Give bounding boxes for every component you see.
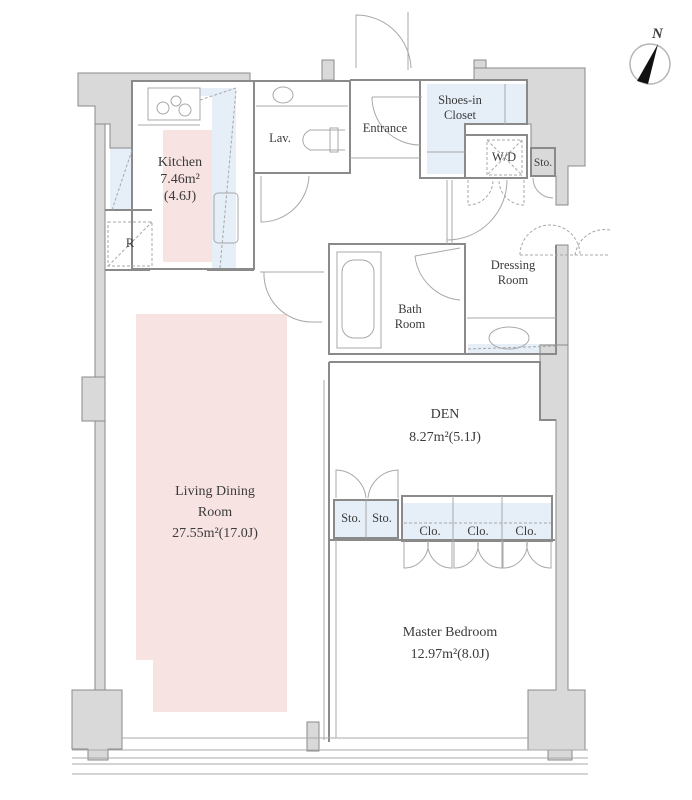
interior-walls bbox=[105, 79, 557, 742]
closet-1-label: Clo. bbox=[419, 524, 441, 538]
entrance-label: Entrance bbox=[362, 121, 408, 135]
living-dining-label: Living Dining Room 27.55m²(17.0J) bbox=[172, 484, 258, 541]
kitchen-highlight bbox=[163, 130, 213, 262]
dressing-room-label: Dressing Room bbox=[490, 258, 536, 287]
exterior-walls bbox=[71, 59, 586, 761]
kitchen-label: Kitchen 7.46m² (4.6J) bbox=[157, 155, 203, 204]
storage-1-label: Sto. bbox=[341, 511, 361, 525]
north-arrow-icon bbox=[629, 43, 671, 85]
closet-2-label: Clo. bbox=[467, 524, 489, 538]
entry-storage-label: Sto. bbox=[533, 157, 553, 169]
den-label: DEN 8.27m²(5.1J) bbox=[409, 407, 481, 445]
refrigerator-label: R bbox=[125, 236, 135, 250]
bath-room-label: Bath Room bbox=[394, 302, 426, 331]
closet-3-label: Clo. bbox=[515, 524, 537, 538]
shoes-closet-label: Shoes-in Closet bbox=[438, 93, 482, 122]
fixture-lines bbox=[72, 12, 611, 775]
lavatory-label: Lav. bbox=[269, 131, 291, 145]
washer-dryer-label: W/D bbox=[491, 150, 517, 164]
master-bedroom-label: Master Bedroom 12.97m²(8.0J) bbox=[402, 625, 498, 662]
living-dining-highlight bbox=[136, 314, 287, 712]
storage-2-label: Sto. bbox=[372, 511, 392, 525]
compass-label: N bbox=[652, 26, 663, 42]
